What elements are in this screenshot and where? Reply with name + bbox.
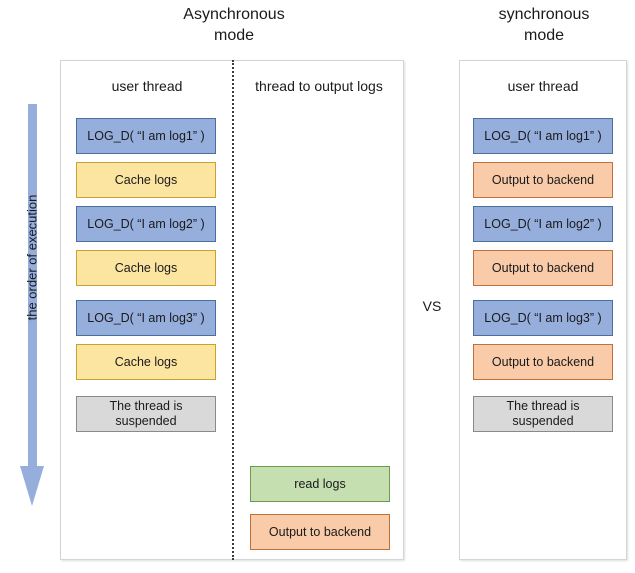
async-step-thread-suspended[interactable]: The thread is suspended [76,396,216,432]
execution-order-label: the order of execution [24,194,40,321]
async-step-cache-logs-2[interactable]: Cache logs [76,250,216,286]
async-step-log2[interactable]: LOG_D( “I am log2” ) [76,206,216,242]
async-step-log3[interactable]: LOG_D( “I am log3” ) [76,300,216,336]
async-step-output-to-backend[interactable]: Output to backend [250,514,390,550]
async-step-read-logs[interactable]: read logs [250,466,390,502]
column-heading-output-logs-thread: thread to output logs [255,78,383,94]
sync-mode-title: synchronous mode [498,6,590,44]
async-step-cache-logs-1[interactable]: Cache logs [76,162,216,198]
sync-step-log2[interactable]: LOG_D( “I am log2” ) [473,206,613,242]
async-step-log1[interactable]: LOG_D( “I am log1” ) [76,118,216,154]
sync-step-output-to-backend-2[interactable]: Output to backend [473,250,613,286]
async-mode-title: Asynchronous mode [183,6,285,44]
vs-label: VS [422,298,442,314]
sync-step-log3[interactable]: LOG_D( “I am log3” ) [473,300,613,336]
thread-column-divider [232,60,234,560]
sync-step-output-to-backend-1[interactable]: Output to backend [473,162,613,198]
down-arrow-icon [20,104,44,506]
execution-order-arrow [18,104,46,508]
column-heading-async-user-thread: user thread [111,78,183,94]
async-step-cache-logs-3[interactable]: Cache logs [76,344,216,380]
sync-step-log1[interactable]: LOG_D( “I am log1” ) [473,118,613,154]
column-heading-sync-user-thread: user thread [507,78,579,94]
sync-step-thread-suspended[interactable]: The thread is suspended [473,396,613,432]
sync-step-output-to-backend-3[interactable]: Output to backend [473,344,613,380]
